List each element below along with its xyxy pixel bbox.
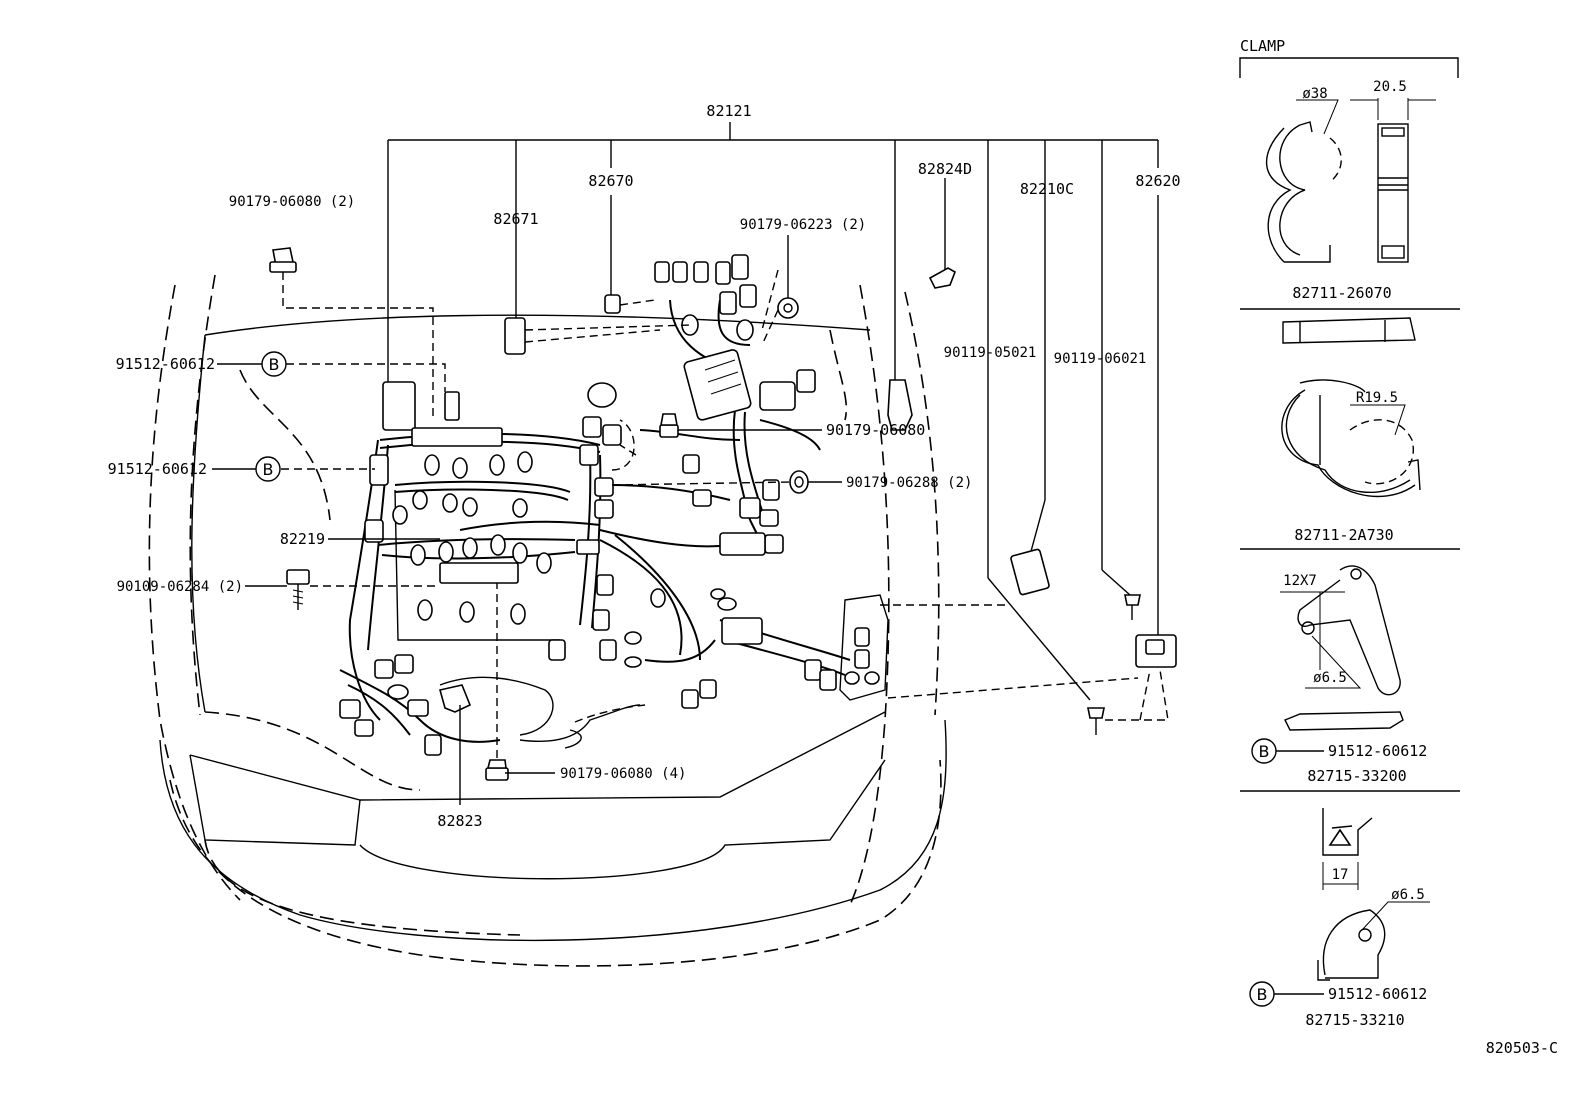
callout-leaders xyxy=(212,269,1169,805)
label-82824d: 82824D xyxy=(918,160,972,178)
label-90179-06080-4: 90179-06080 (4) xyxy=(560,766,686,782)
clamp3-slot: 12X7 xyxy=(1283,573,1317,589)
label-90179-06080: 90179-06080 xyxy=(826,421,925,439)
part-labels: 82121 82670 82671 82824D 82210C 82620 90… xyxy=(108,102,1558,1057)
harness-connectors xyxy=(339,254,1177,756)
clamp3-part-number: 82715-33200 xyxy=(1307,767,1406,785)
clamp4-hole: ø6.5 xyxy=(1391,887,1425,903)
clamp3-bolt-number: 91512-60612 xyxy=(1328,742,1427,760)
harness-leader-lines xyxy=(387,122,1159,701)
clamp-panel-title: CLAMP xyxy=(1240,37,1285,55)
clamp-82715-33200: 12X7 ø6.5 B 91512-60612 82715-33200 xyxy=(1240,565,1460,792)
clamp-82711-26070: ø38 20.5 82711-26070 xyxy=(1240,79,1460,310)
marker-b-upper: B xyxy=(261,351,287,377)
clamp4-bolt-number: 91512-60612 xyxy=(1328,985,1427,1003)
label-90119-06021: 90119-06021 xyxy=(1054,351,1147,367)
clamp-82711-2A730: R19.5 82711-2A730 xyxy=(1240,317,1460,550)
label-90119-05021: 90119-05021 xyxy=(944,345,1037,361)
fasteners xyxy=(269,247,809,781)
marker-b-upper-text: B xyxy=(269,355,280,374)
label-91512-60612-upper: 91512-60612 xyxy=(116,355,215,373)
clamp3-hole: ø6.5 xyxy=(1313,670,1347,686)
clamp1-width: 20.5 xyxy=(1373,79,1407,95)
clamp2-radius: R19.5 xyxy=(1356,390,1398,406)
clamp4-width: 17 xyxy=(1332,867,1349,883)
label-90179-06288-2: 90179-06288 (2) xyxy=(846,475,972,491)
label-91512-60612-middle: 91512-60612 xyxy=(108,460,207,478)
label-82210c: 82210C xyxy=(1020,180,1074,198)
clamp4-marker-b: B xyxy=(1257,985,1268,1004)
label-82219: 82219 xyxy=(280,530,325,548)
figure-code: 820503-C xyxy=(1486,1039,1558,1057)
label-82121: 82121 xyxy=(706,102,751,120)
label-90179-06080-2: 90179-06080 (2) xyxy=(229,194,355,210)
label-82620: 82620 xyxy=(1135,172,1180,190)
clamp1-part-number: 82711-26070 xyxy=(1292,284,1391,302)
label-82671: 82671 xyxy=(493,210,538,228)
clamp-82715-33210: 17 ø6.5 B 91512-60612 82715-33210 xyxy=(1249,808,1430,1029)
clamp1-diameter: ø38 xyxy=(1302,86,1327,102)
vehicle-body-outline xyxy=(148,274,947,967)
clamp4-part-number: 82715-33210 xyxy=(1305,1011,1404,1029)
label-90179-06223-2: 90179-06223 (2) xyxy=(740,217,866,233)
marker-b-middle-text: B xyxy=(263,460,274,479)
label-82670: 82670 xyxy=(588,172,633,190)
label-90109-06284-2: 90109-06284 (2) xyxy=(117,579,243,595)
label-82823: 82823 xyxy=(437,812,482,830)
clamp3-marker-b: B xyxy=(1259,742,1270,761)
clamp-panel: CLAMP ø38 20.5 82711-26070 xyxy=(1239,37,1460,1029)
marker-b-middle: B xyxy=(255,456,281,482)
clamp2-part-number: 82711-2A730 xyxy=(1294,526,1393,544)
